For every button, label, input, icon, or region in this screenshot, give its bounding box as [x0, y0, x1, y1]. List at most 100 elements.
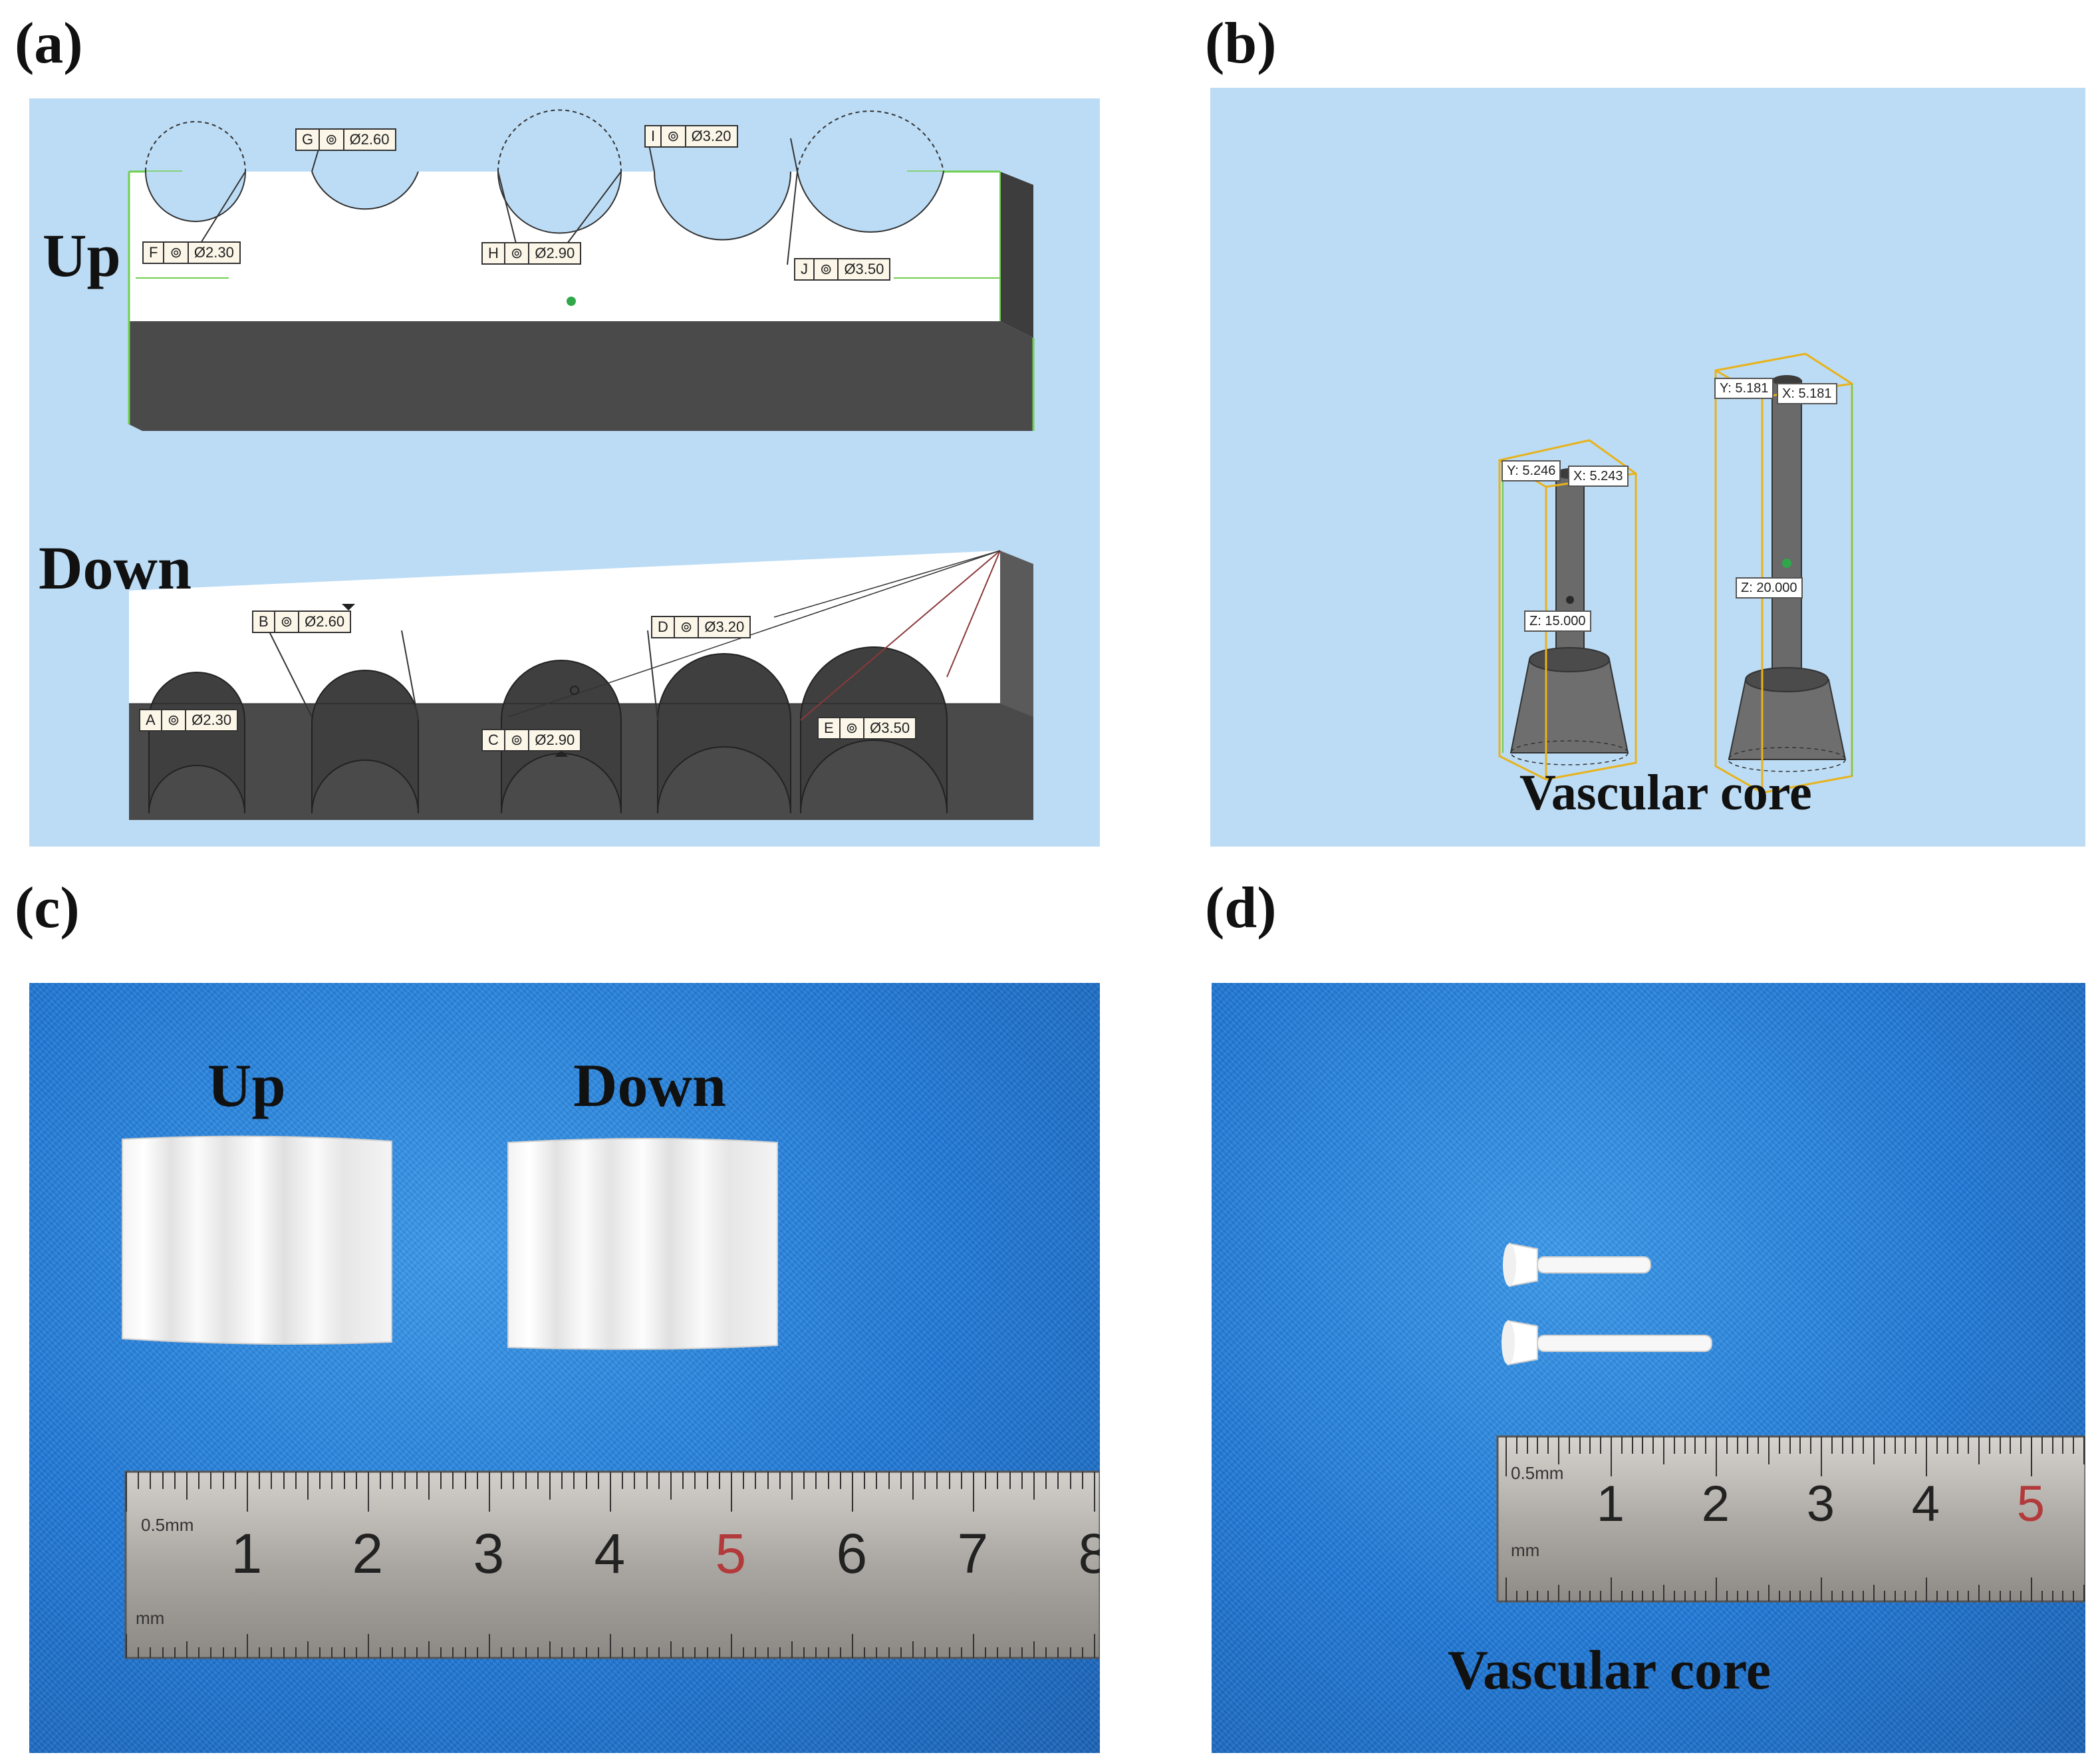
ruler-tick — [960, 1472, 962, 1489]
ruler-tick — [2041, 1436, 2043, 1454]
ruler-tick — [1768, 1436, 1770, 1464]
down-label: Down — [39, 534, 192, 602]
ruler-tick — [198, 1472, 200, 1489]
ruler-tick — [1810, 1436, 1812, 1454]
panel-b-cad-view: Y: 5.246 X: 5.243 Z: 15.000 Y: 5.181 X: … — [1210, 88, 2085, 847]
ruler-tick — [392, 1647, 394, 1658]
ruler-tick — [234, 1647, 236, 1658]
ruler-tick — [343, 1472, 345, 1489]
ruler-tick — [1506, 1577, 1507, 1601]
ruler-tick — [476, 1647, 478, 1658]
ruler-tick — [295, 1647, 297, 1658]
ruler-tick — [1978, 1585, 1980, 1601]
tag-value: Ø2.90 — [535, 245, 575, 261]
ruler-tick — [948, 1472, 950, 1489]
dimension-tag-c: C⊚Ø2.90 — [481, 729, 582, 751]
core2-y-dimension: Y: 5.181 — [1714, 378, 1774, 399]
ruler-tick — [1904, 1436, 1906, 1454]
ruler-mm-label: mm — [1511, 1540, 1540, 1560]
ruler-tick — [126, 1634, 127, 1658]
ruler-tick — [948, 1647, 950, 1658]
vascular-core-short-photo — [1503, 1242, 1651, 1288]
ruler-tick — [1045, 1647, 1047, 1658]
ruler-tick — [960, 1647, 962, 1658]
tag-id: C — [483, 730, 505, 750]
ruler-tick — [452, 1647, 454, 1658]
ruler-tick — [1033, 1641, 1035, 1658]
up-mold-piece — [122, 1135, 392, 1345]
dimension-tag-g: G⊚Ø2.60 — [295, 128, 396, 151]
ruler-tick — [827, 1647, 829, 1658]
ruler-tick — [355, 1472, 357, 1489]
ruler-tick — [537, 1472, 539, 1489]
ruler-tick — [634, 1647, 636, 1658]
ruler-tick — [513, 1472, 515, 1489]
steel-ruler — [1496, 1435, 2085, 1603]
ruler-tick — [259, 1647, 261, 1658]
ruler-tick — [803, 1472, 805, 1489]
ruler-tick — [210, 1472, 212, 1489]
ruler-tick — [452, 1472, 454, 1489]
up-mold-half — [128, 109, 1035, 431]
vascular-core-long-photo — [1502, 1319, 1712, 1366]
ruler-tick — [2020, 1591, 2022, 1601]
ruler-tick — [1684, 1591, 1686, 1601]
ruler-tick — [1926, 1577, 1927, 1601]
ruler-tick — [561, 1647, 563, 1658]
ruler-tick — [331, 1472, 333, 1489]
ruler-tick — [222, 1472, 224, 1489]
tag-value: Ø2.90 — [535, 732, 575, 748]
ruler-tick — [1831, 1436, 1833, 1454]
ruler-tick — [924, 1472, 926, 1489]
ruler-tick — [440, 1647, 442, 1658]
ruler-tick — [997, 1647, 999, 1658]
tag-id: I — [646, 126, 662, 146]
ruler-tick — [537, 1647, 539, 1658]
ruler-tick — [1736, 1591, 1738, 1601]
ruler-tick — [1789, 1591, 1791, 1601]
ruler-tick — [1968, 1436, 1970, 1454]
ruler-tick — [392, 1472, 394, 1489]
ruler-tick — [1705, 1436, 1707, 1454]
ruler-tick — [610, 1472, 611, 1512]
position-symbol-icon: ⊚ — [675, 617, 700, 637]
ruler-tick — [936, 1472, 938, 1489]
ruler-tick — [331, 1647, 333, 1658]
ruler-tick — [1589, 1591, 1591, 1601]
ruler-tick — [1852, 1436, 1854, 1454]
ruler-number: 3 — [473, 1522, 505, 1585]
ruler-tick — [1968, 1591, 1970, 1601]
tag-value: Ø2.60 — [305, 613, 345, 630]
ruler-tick — [1726, 1591, 1728, 1601]
ruler-tick-marks — [126, 1472, 1100, 1658]
ruler-tick — [1926, 1436, 1927, 1476]
ruler-tick — [1946, 1591, 1948, 1601]
ruler-tick — [997, 1472, 999, 1489]
ruler-tick — [1526, 1591, 1528, 1601]
ruler-tick — [2083, 1436, 2085, 1464]
up-label: Up — [43, 221, 121, 289]
ruler-tick — [489, 1472, 490, 1512]
ruler-tick — [2051, 1591, 2053, 1601]
ruler-tick — [2062, 1591, 2064, 1601]
ruler-tick — [2010, 1436, 2012, 1454]
position-symbol-icon: ⊚ — [662, 126, 686, 146]
ruler-tick — [646, 1647, 648, 1658]
ruler-tick — [1716, 1436, 1717, 1476]
ruler-tick — [1673, 1591, 1675, 1601]
ruler-tick — [1069, 1647, 1071, 1658]
ruler-tick — [1568, 1436, 1570, 1454]
ruler-tick — [852, 1472, 853, 1512]
ruler-tick — [295, 1472, 297, 1489]
ruler-tick — [1747, 1436, 1749, 1454]
position-symbol-icon: ⊚ — [320, 130, 344, 150]
ruler-tick — [658, 1472, 660, 1489]
ruler-tick — [1631, 1591, 1633, 1601]
dimension-tag-i: I⊚Ø3.20 — [644, 125, 738, 148]
ruler-tick — [1789, 1436, 1791, 1454]
ruler-tick — [1515, 1436, 1517, 1454]
ruler-tick — [380, 1472, 382, 1489]
tag-id: D — [652, 617, 675, 637]
